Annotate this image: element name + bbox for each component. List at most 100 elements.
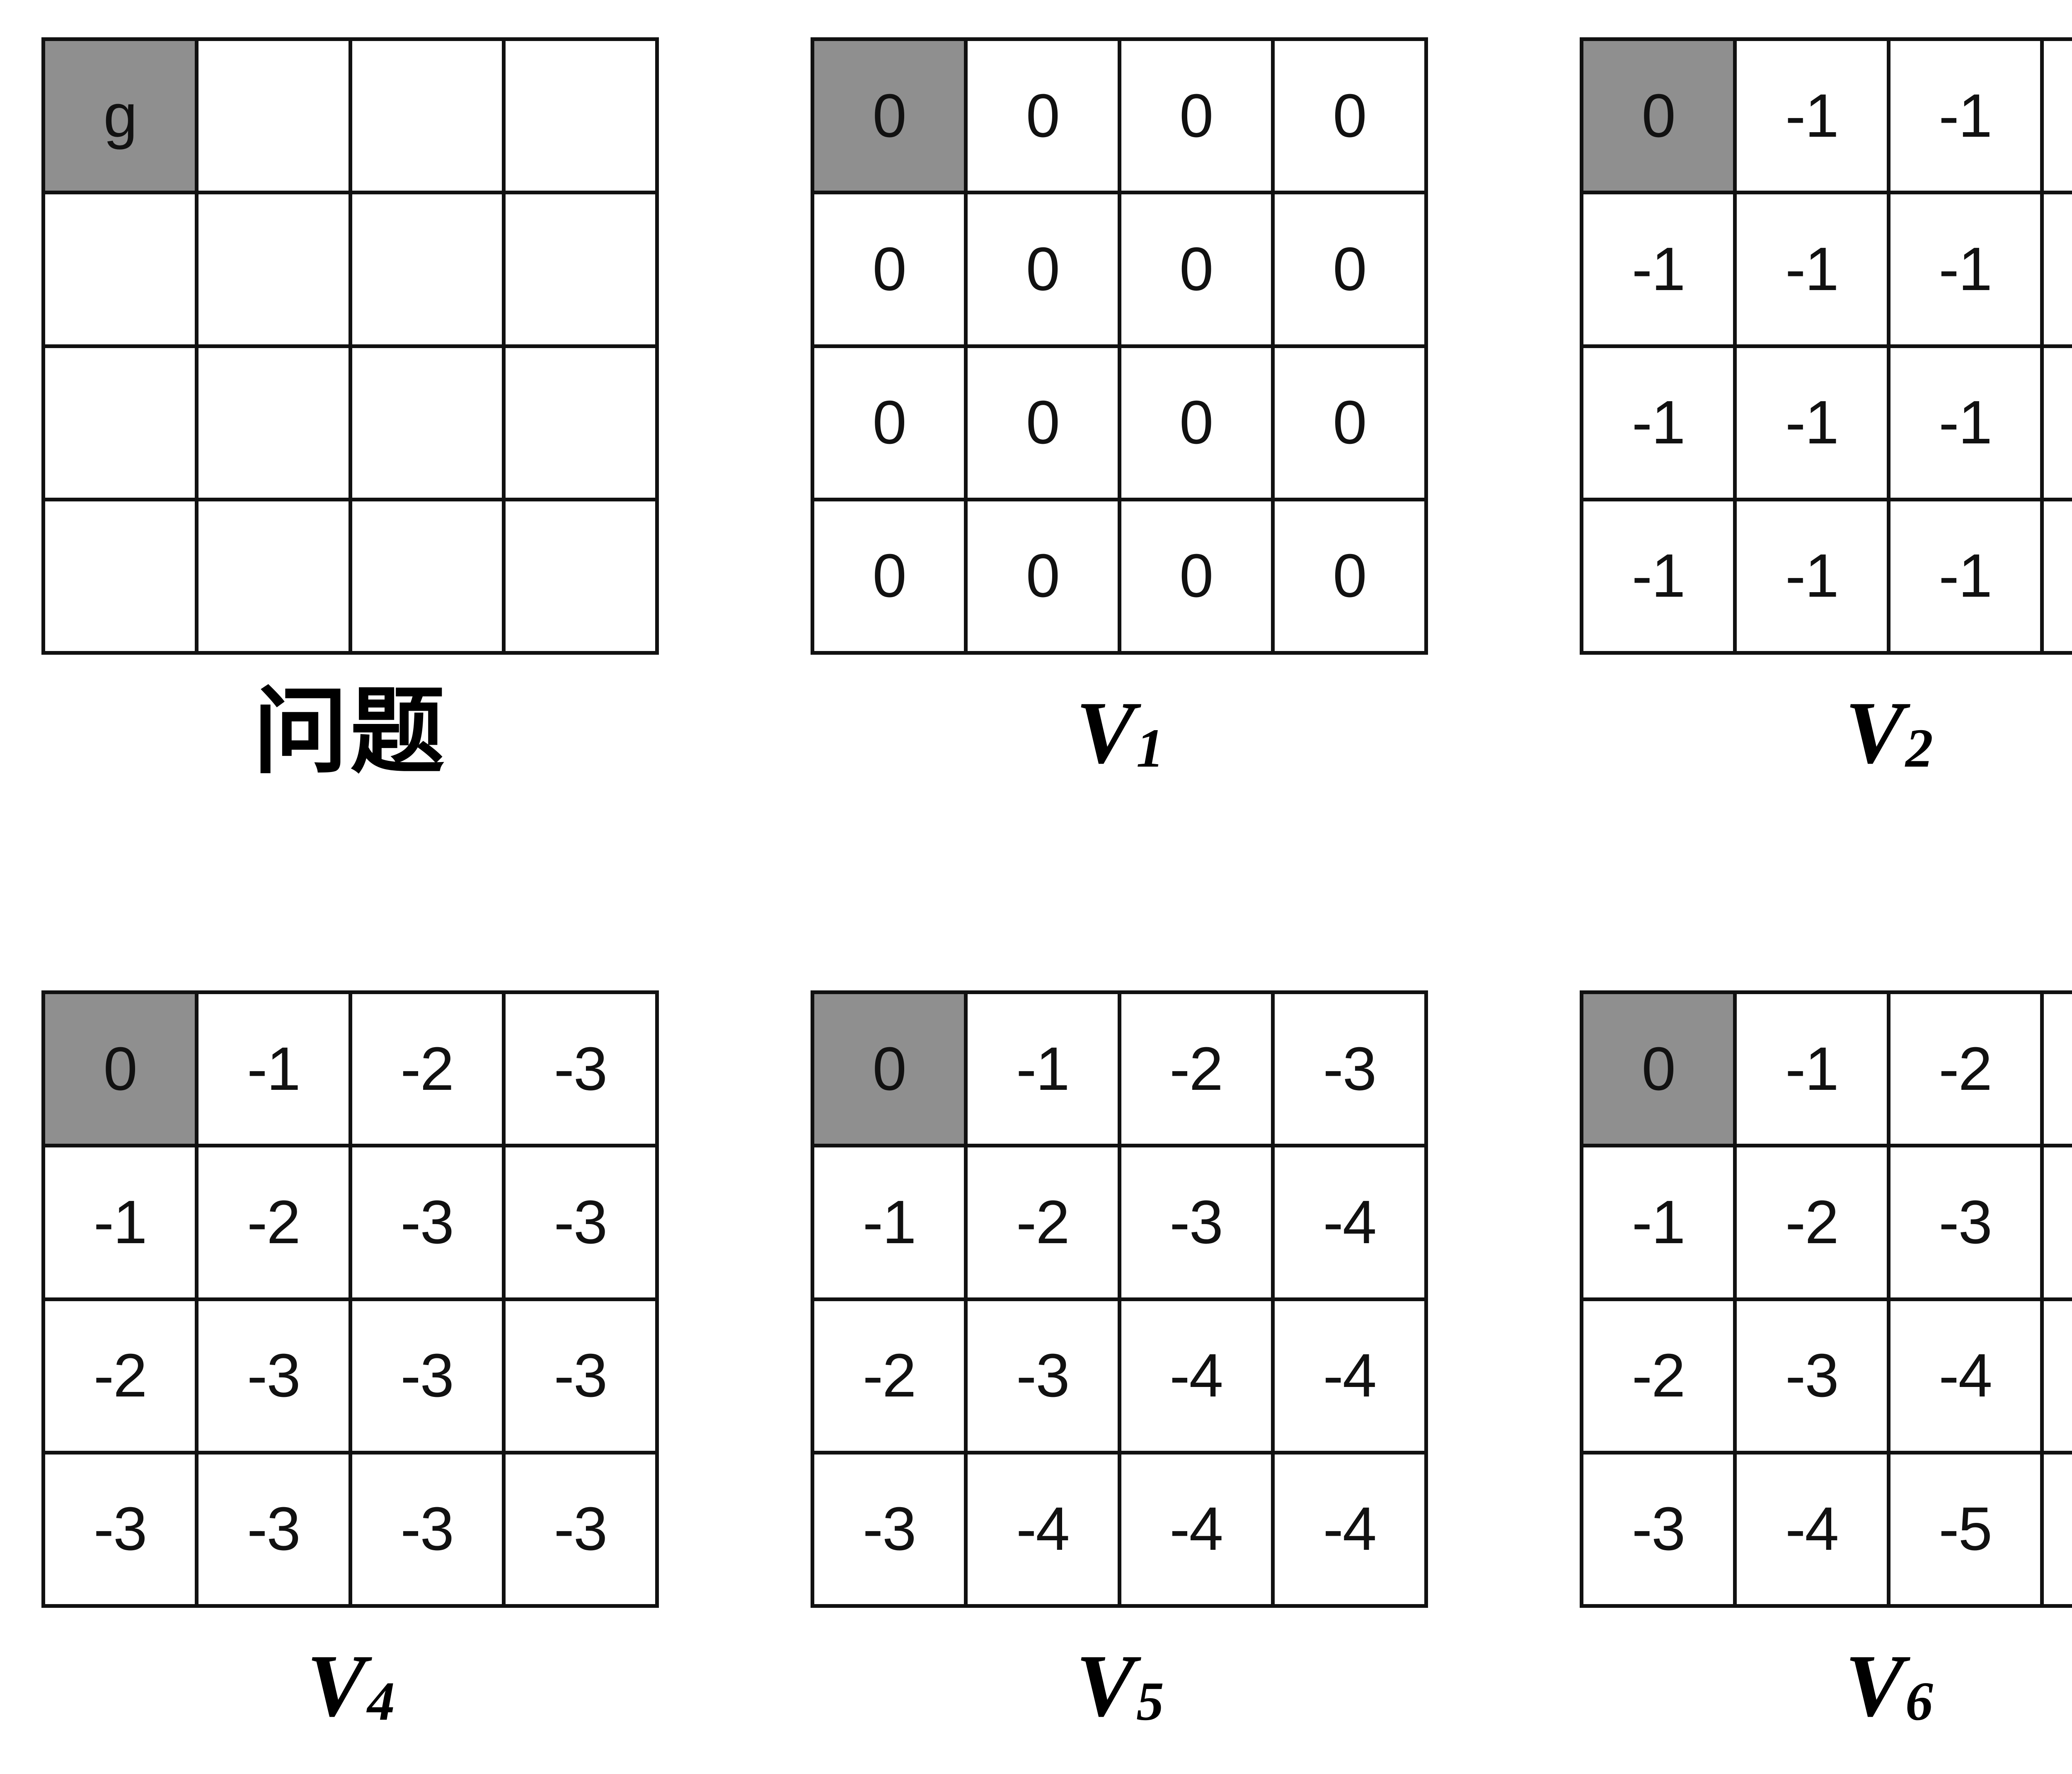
grid-cell: -1 [2043,194,2072,344]
grid-label-text: V [1844,683,1905,782]
grid-cell: 0 [814,348,964,498]
grid-cell: -1 [1737,501,1887,651]
grid-cell: -3 [505,1301,655,1451]
grid-cell: -2 [45,1301,195,1451]
grid-cell [198,41,349,191]
grid-cell: 0 [968,194,1118,344]
grid-cell: -1 [1890,348,2040,498]
grid-cell: -2 [1890,994,2040,1144]
grid-cell: -1 [1583,1147,1733,1297]
grid-cell: -3 [1890,1147,2040,1297]
grid-cell: -3 [198,1454,349,1604]
grid-cell: -1 [2043,348,2072,498]
goal-cell: 0 [1583,41,1733,191]
grid-cell [45,194,195,344]
grid-cell: 0 [968,41,1118,191]
grid-cell: -2 [1737,1147,1887,1297]
grid-cell: -1 [2043,41,2072,191]
grid-board-V5: 0-1-2-3-1-2-3-4-2-3-4-4-3-4-4-4 [811,990,1428,1608]
grid-cell: -1 [1737,41,1887,191]
grid-label-text: V [1075,683,1135,782]
grid-cell: -5 [1890,1454,2040,1604]
grid-cell [198,194,349,344]
grid-cell [198,501,349,651]
grid-cell: 0 [1274,194,1424,344]
grid-cell [505,194,655,344]
grid-cell: -1 [814,1147,964,1297]
grid-cell: -2 [1121,994,1271,1144]
grid-cell: -3 [505,1454,655,1604]
grid-cell: 0 [814,501,964,651]
grid-cell: -4 [2043,1147,2072,1297]
grid-cell: -1 [1890,501,2040,651]
grid-cell: 0 [1274,41,1424,191]
goal-cell: g [45,41,195,191]
grid-panel-V6: 0-1-2-3-1-2-3-4-2-3-4-5-3-4-5-5 V6 [1580,990,2072,1740]
grid-label-problem: 问题 [253,678,447,787]
grid-board-V2: 0-1-1-1-1-1-1-1-1-1-1-1-1-1-1-1 [1580,37,2072,655]
grid-cell: -3 [352,1454,502,1604]
grid-cell: -2 [1583,1301,1733,1451]
grid-label-text: V [306,1636,366,1735]
grid-cell: -3 [1737,1301,1887,1451]
grid-cell: -1 [1890,194,2040,344]
grid-panel-problem: g 问题 [41,37,659,787]
grid-cell [352,194,502,344]
grid-cell: -3 [352,1147,502,1297]
grid-cell: -3 [1274,994,1424,1144]
grid-cell [198,348,349,498]
grid-cell: -3 [198,1301,349,1451]
grid-cell: -1 [45,1147,195,1297]
goal-cell: 0 [814,994,964,1144]
grid-cell: -4 [1274,1301,1424,1451]
grid-cell [45,348,195,498]
grid-cell: -4 [1890,1301,2040,1451]
grid-cell: 0 [1274,501,1424,651]
grid-cell: -1 [1583,348,1733,498]
grid-cell: 0 [814,194,964,344]
grid-cell [505,348,655,498]
grid-cell: -4 [1274,1454,1424,1604]
grid-panel-V2: 0-1-1-1-1-1-1-1-1-1-1-1-1-1-1-1 V2 [1580,37,2072,787]
grid-cell [352,501,502,651]
grid-cell [352,41,502,191]
grid-cell: -2 [198,1147,349,1297]
grid-board-V6: 0-1-2-3-1-2-3-4-2-3-4-5-3-4-5-5 [1580,990,2072,1608]
grid-cell: -4 [968,1454,1118,1604]
grid-cell: -4 [1121,1301,1271,1451]
grid-cell: -3 [814,1454,964,1604]
grid-cell: -3 [2043,994,2072,1144]
grid-cell: -3 [352,1301,502,1451]
grid-cell [352,348,502,498]
grid-cell: -3 [505,994,655,1144]
grid-cell [45,501,195,651]
grid-cell: -3 [1121,1147,1271,1297]
grid-cell: 0 [1121,194,1271,344]
grid-cell: -2 [968,1147,1118,1297]
grid-cell: -3 [968,1301,1118,1451]
grid-cell: -1 [2043,501,2072,651]
grid-label-text: V [1844,1636,1905,1735]
grid-cell: -5 [2043,1301,2072,1451]
grid-cell: -1 [1890,41,2040,191]
grid-board-problem: g [41,37,659,655]
grid-label-text: V [1075,1636,1135,1735]
grid-cell: 0 [1121,41,1271,191]
grid-cell: -1 [1737,348,1887,498]
grid-cell: -1 [1737,194,1887,344]
grid-cell [505,41,655,191]
grid-cell: -1 [198,994,349,1144]
grid-cell: 0 [1274,348,1424,498]
grid-board-V4: 0-1-2-3-1-2-3-3-2-3-3-3-3-3-3-3 [41,990,659,1608]
